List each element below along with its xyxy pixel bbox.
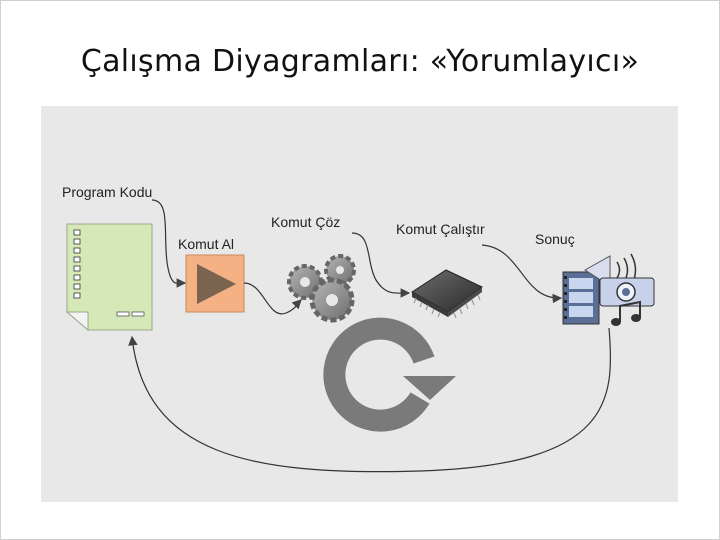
- refresh-arrow-icon: [323, 317, 456, 432]
- media-icon: [562, 253, 655, 326]
- slide-title: Çalışma Diyagramları: «Yorumlayıcı»: [80, 44, 640, 79]
- step-label-decode: Komut Çöz: [271, 214, 341, 230]
- flow-arrows: [128, 199, 612, 473]
- document-icon: [65, 223, 153, 332]
- step-label-execute: Komut Çalıştır: [396, 221, 485, 237]
- step-label-result: Sonuç: [535, 231, 575, 247]
- gears-icon: [287, 254, 356, 323]
- step-label-program-code: Program Kodu: [62, 184, 153, 200]
- step-label-fetch: Komut Al: [178, 236, 235, 252]
- play-icon: [185, 254, 245, 313]
- chip-icon: [411, 269, 483, 319]
